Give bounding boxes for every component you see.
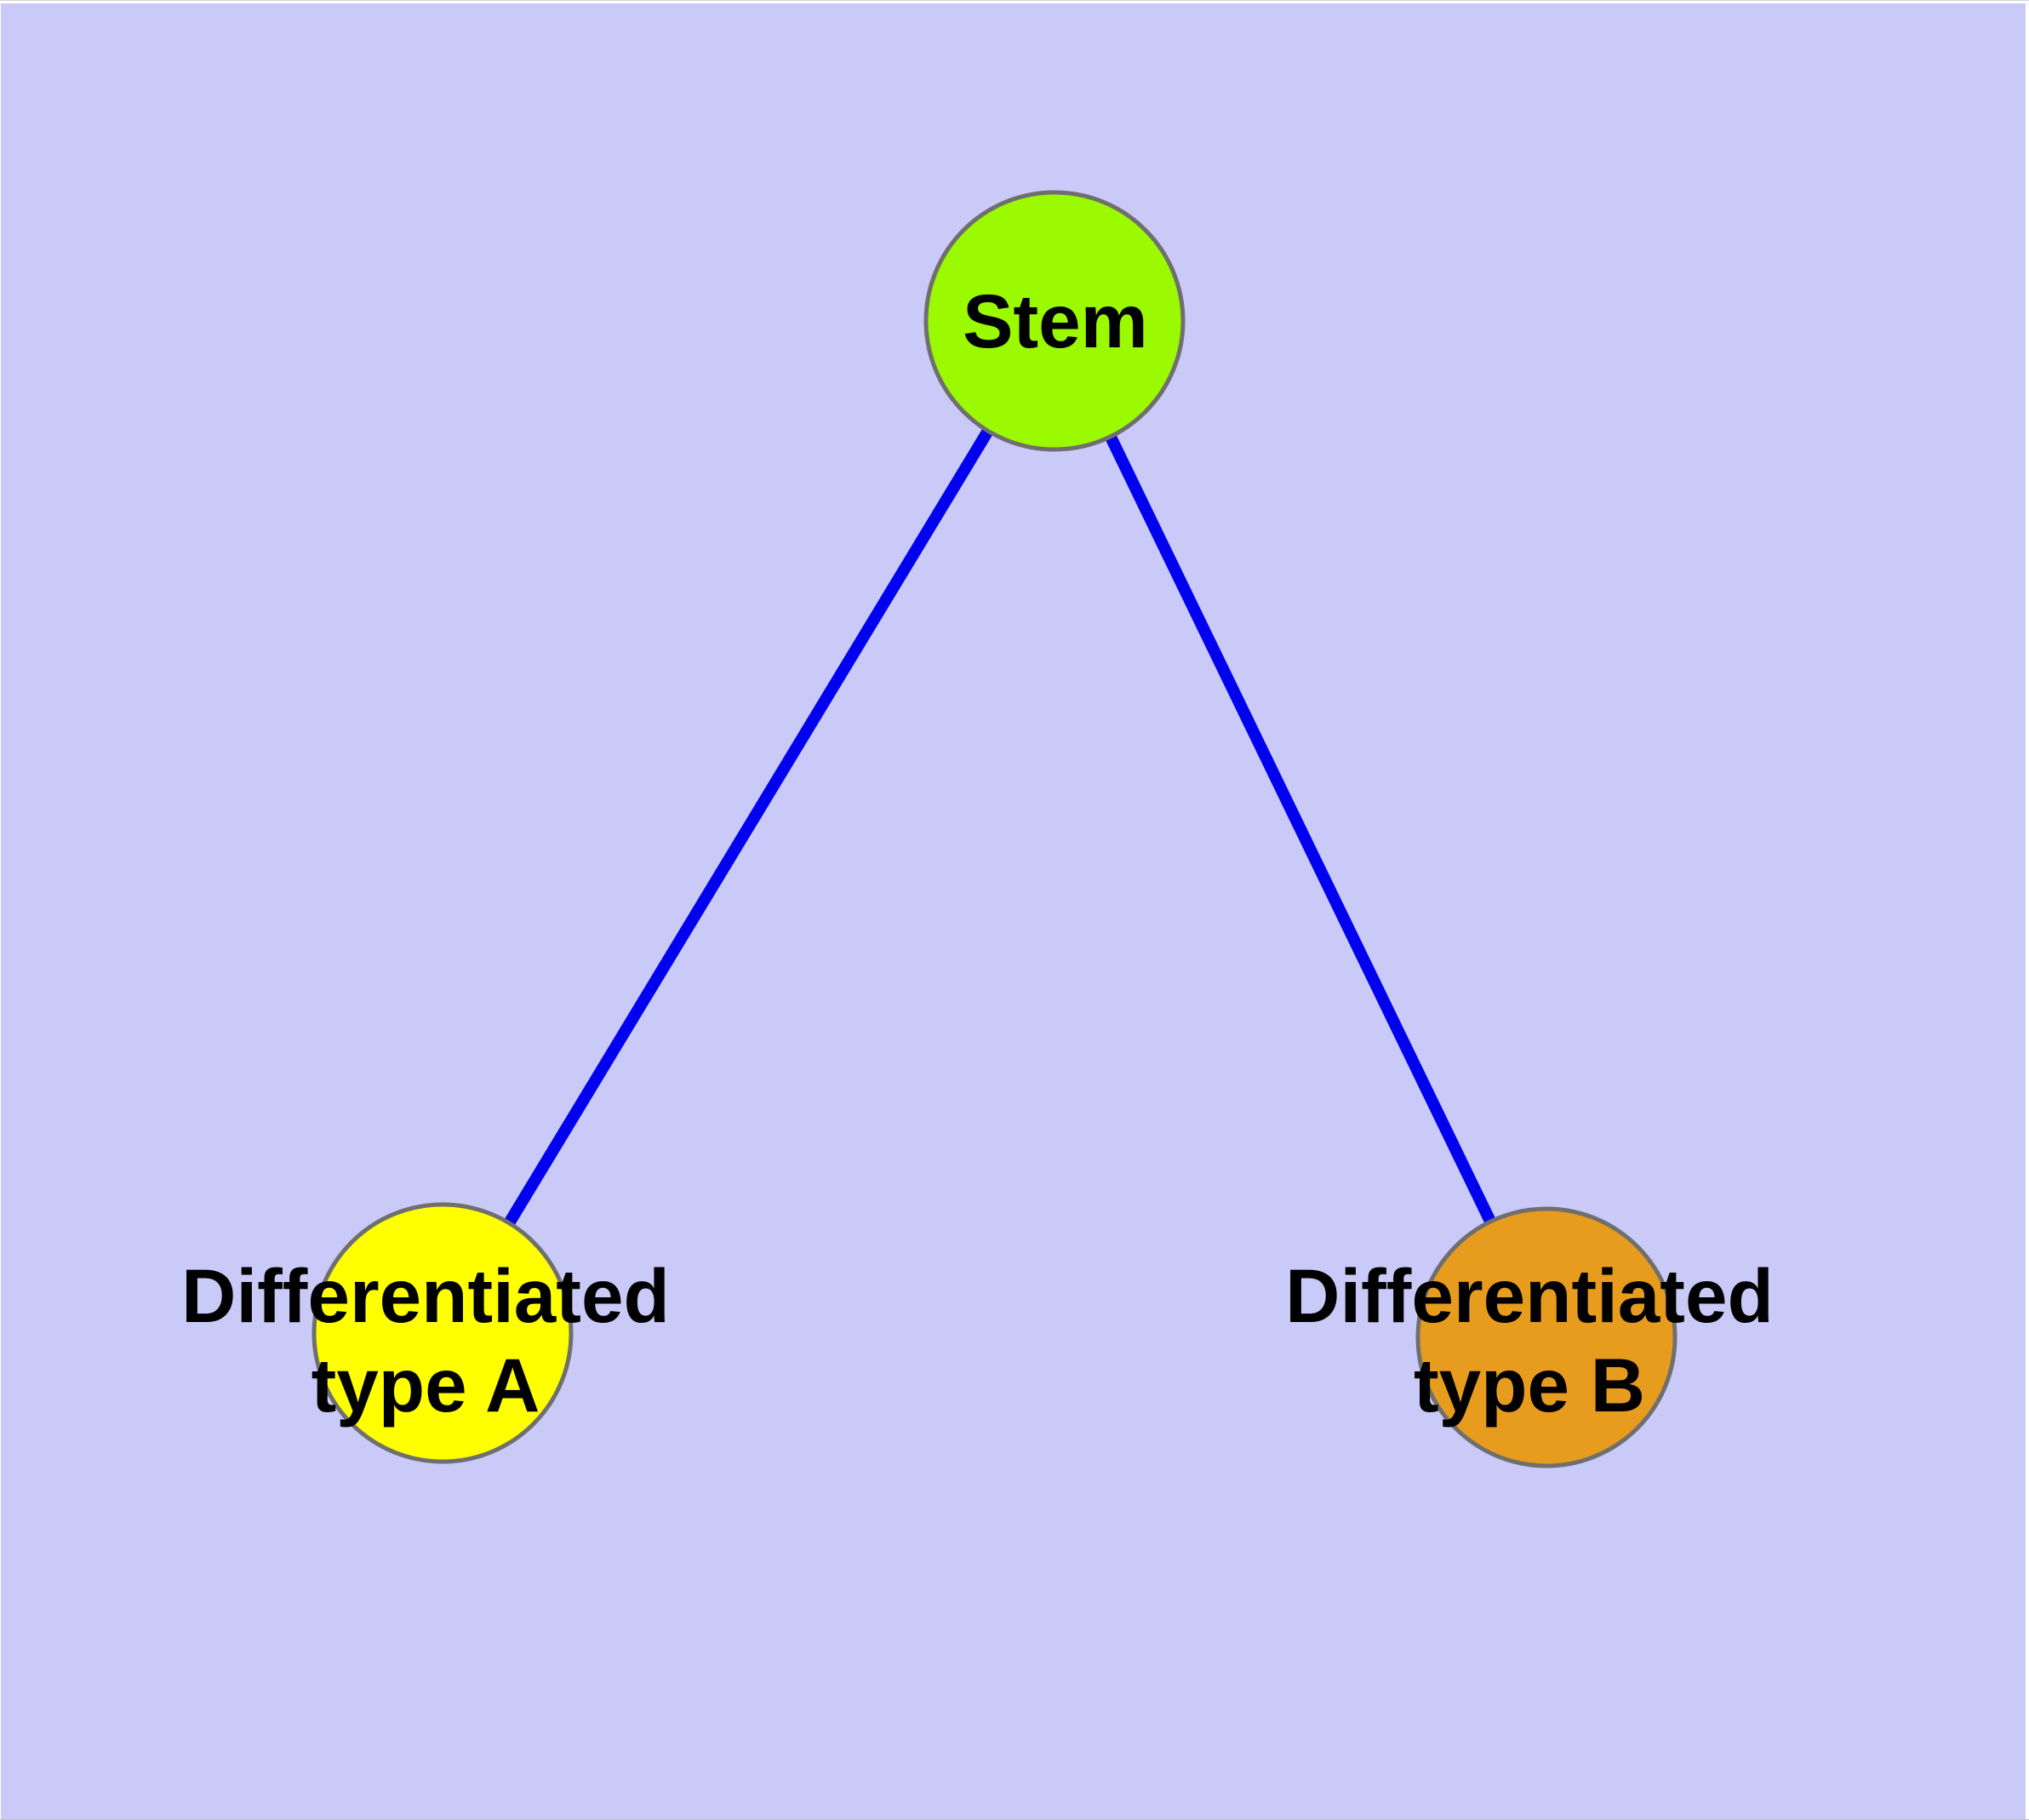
graph-canvas (1, 3, 2026, 1819)
node-type-b-circle (1415, 1206, 1677, 1468)
node-type-a-circle (311, 1202, 574, 1464)
edge-stem-to-type-a (437, 318, 1060, 1336)
edge-stem-to-type-b (1049, 318, 1552, 1341)
node-stem-circle (923, 190, 1186, 452)
